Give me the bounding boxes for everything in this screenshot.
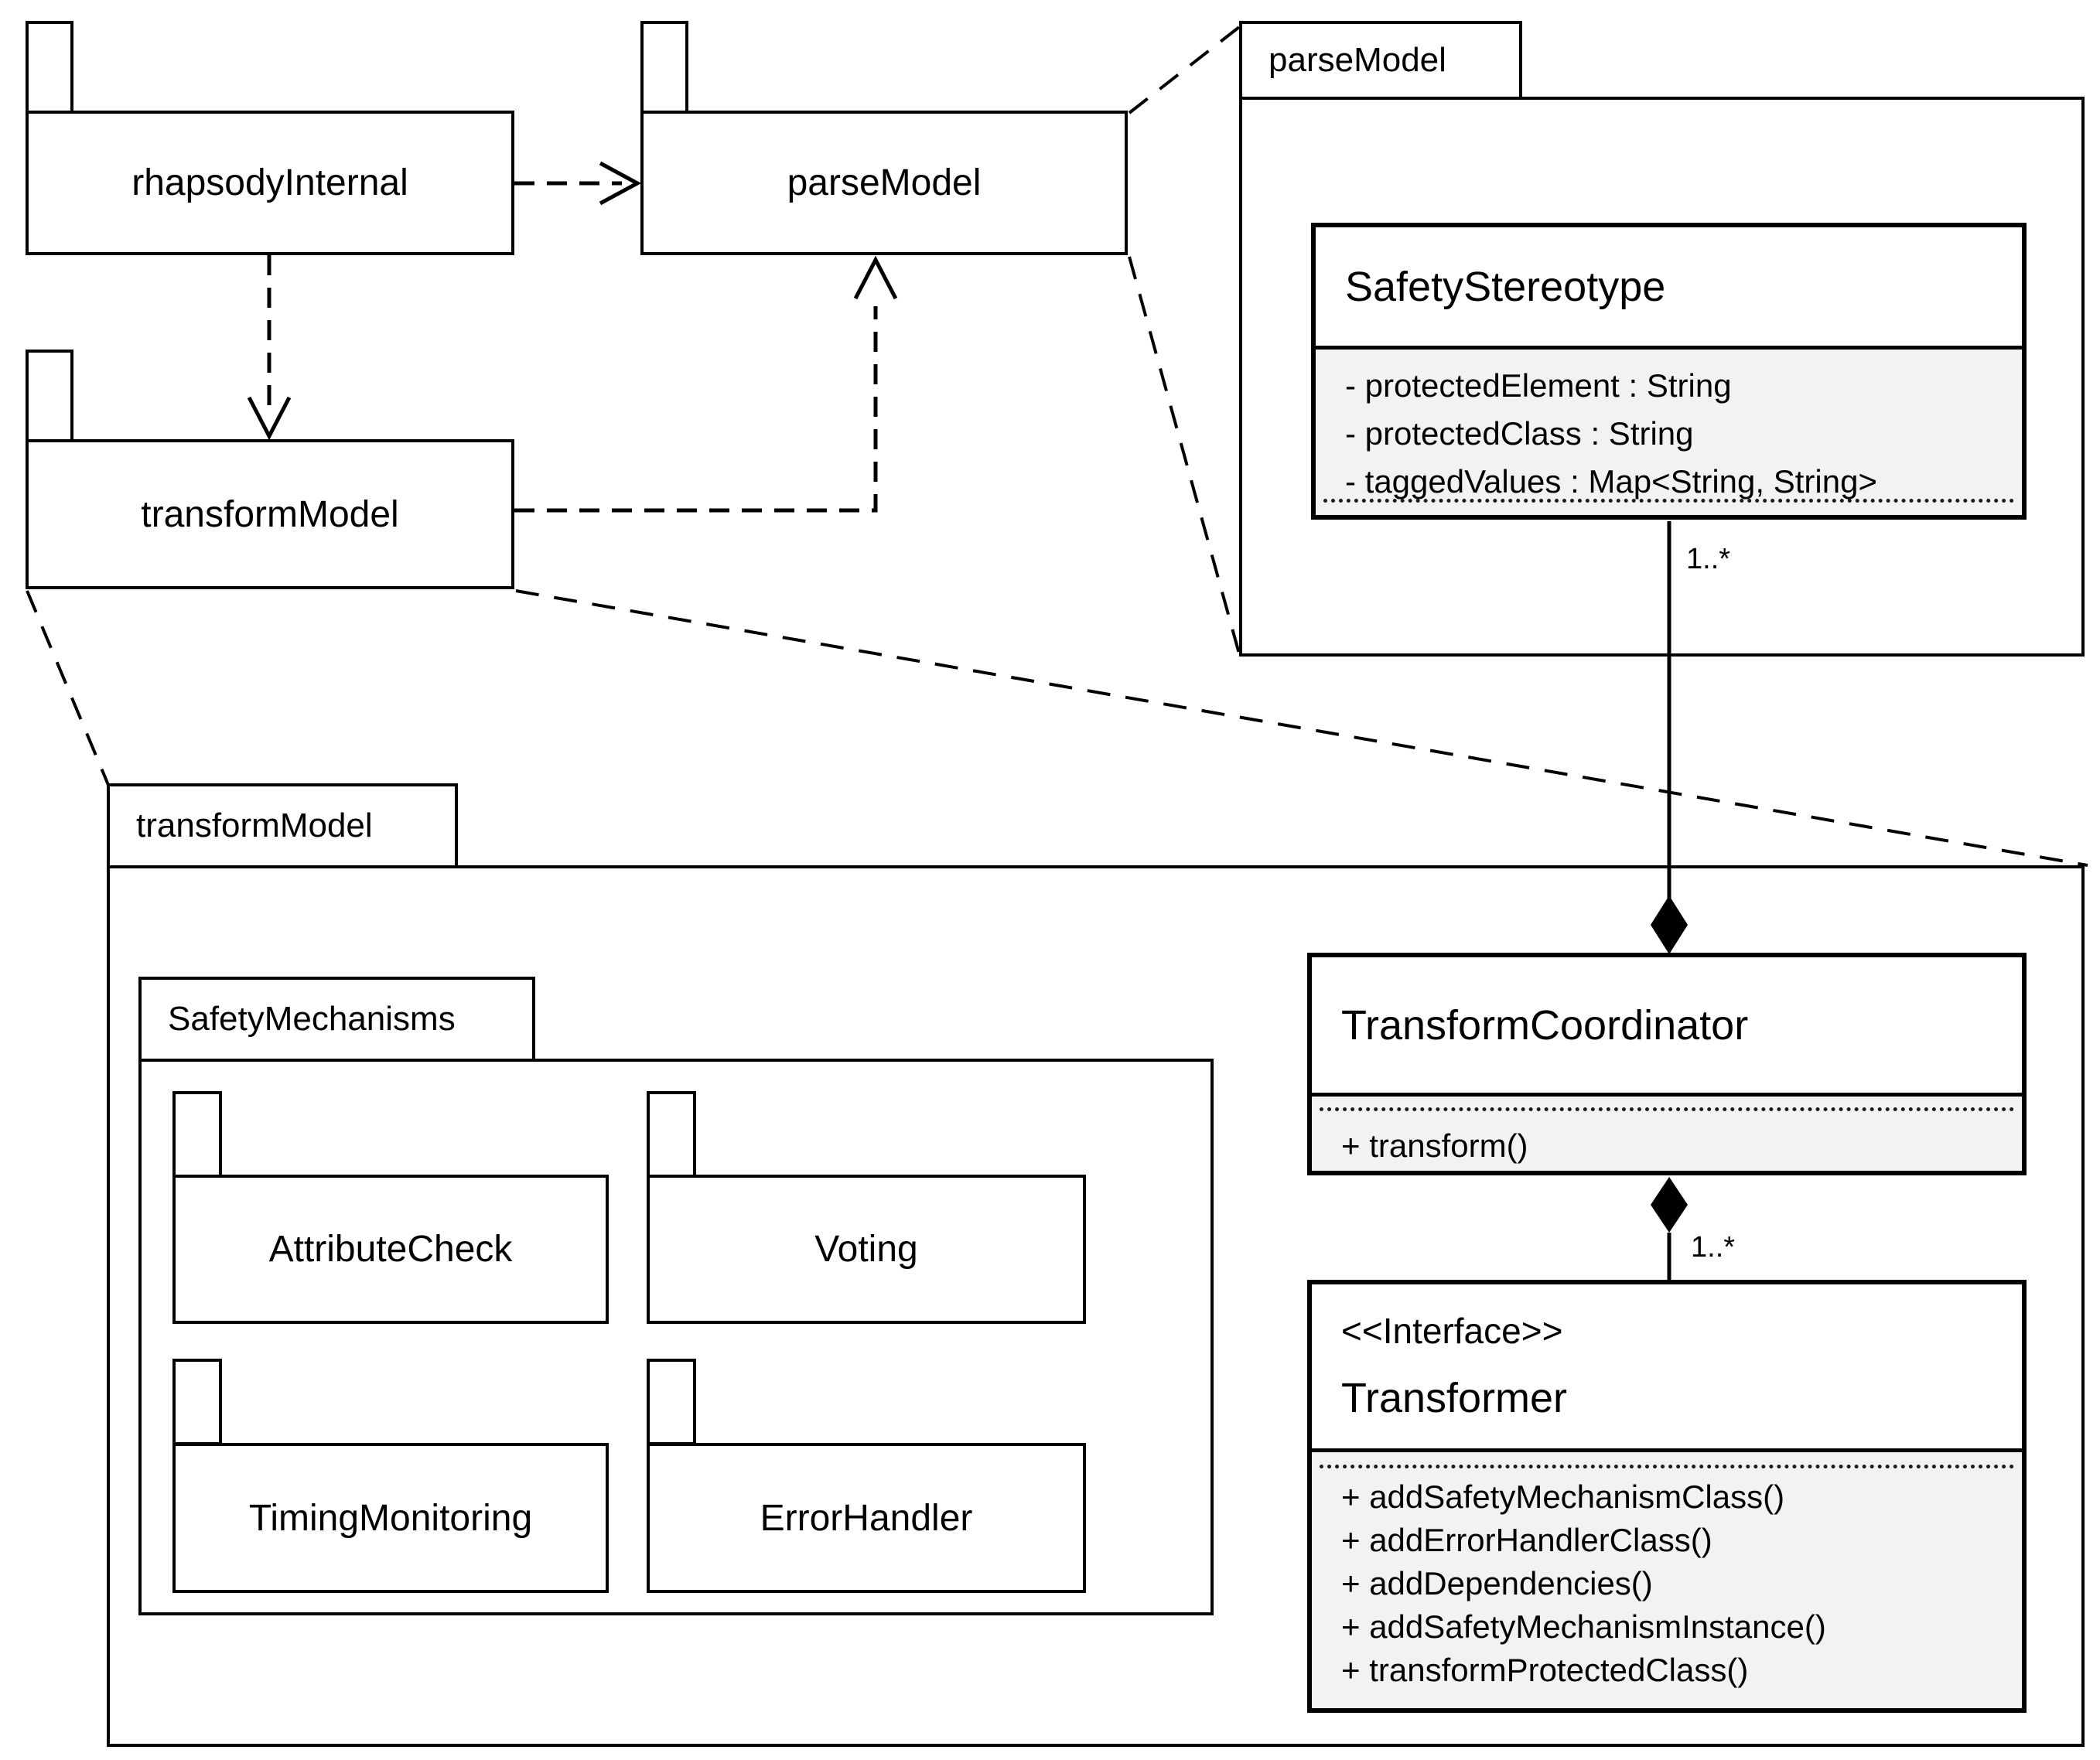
operation-add-safety-mechanism-instance: + addSafetyMechanismInstance() bbox=[1341, 1608, 1826, 1645]
dependency-arrowhead-up-icon bbox=[853, 255, 898, 300]
package-transform-model-expanded bbox=[107, 865, 2085, 1747]
dependency-transformmodel-to-parsemodel bbox=[514, 306, 878, 513]
package-parse-model-expanded-tab: parseModel bbox=[1239, 21, 1522, 100]
class-transform-coordinator-operations: + transform() bbox=[1312, 1097, 2022, 1171]
package-parse-model-small-label: parseModel bbox=[787, 162, 982, 203]
attribute-protected-element: - protectedElement : String bbox=[1345, 367, 1732, 404]
operation-add-error-handler-class: + addErrorHandlerClass() bbox=[1341, 1522, 1712, 1558]
package-safety-mechanisms bbox=[138, 1059, 1214, 1615]
class-safety-stereotype: SafetyStereotype - protectedElement : St… bbox=[1311, 223, 2027, 520]
attributes-operations-separator bbox=[1323, 499, 2014, 503]
attributes-operations-separator bbox=[1320, 1107, 2014, 1111]
class-transformer-header: <<Interface>> Transformer bbox=[1312, 1284, 2022, 1452]
package-timing-monitoring-tab bbox=[172, 1359, 222, 1445]
package-transform-model-expanded-label: transformModel bbox=[136, 807, 373, 844]
package-parse-model-expanded-label: parseModel bbox=[1269, 41, 1446, 79]
class-transform-coordinator-header: TransformCoordinator bbox=[1312, 957, 2022, 1097]
class-safety-stereotype-header: SafetyStereotype bbox=[1316, 227, 2022, 350]
package-error-handler: ErrorHandler bbox=[647, 1443, 1086, 1593]
package-voting-tab bbox=[647, 1091, 696, 1178]
package-attribute-check-tab bbox=[172, 1091, 222, 1178]
class-transformer-stereotype: <<Interface>> bbox=[1341, 1311, 1563, 1351]
operation-add-safety-mechanism-class: + addSafetyMechanismClass() bbox=[1341, 1479, 1785, 1515]
package-rhapsody-internal-tab bbox=[26, 21, 73, 114]
package-attribute-check: AttributeCheck bbox=[172, 1175, 609, 1324]
class-safety-stereotype-attributes: - protectedElement : String - protectedC… bbox=[1316, 350, 2022, 515]
operation-transform-protected-class: + transformProtectedClass() bbox=[1341, 1652, 1749, 1688]
package-voting-label: Voting bbox=[814, 1229, 918, 1270]
package-safety-mechanisms-label: SafetyMechanisms bbox=[168, 1000, 456, 1038]
package-error-handler-tab bbox=[647, 1359, 696, 1445]
package-timing-monitoring-label: TimingMonitoring bbox=[248, 1497, 533, 1539]
package-voting: Voting bbox=[647, 1175, 1086, 1324]
package-error-handler-label: ErrorHandler bbox=[760, 1497, 973, 1539]
package-safety-mechanisms-tab: SafetyMechanisms bbox=[138, 977, 535, 1062]
expansion-link-parsemodel-bottom bbox=[1128, 256, 1241, 654]
package-transform-model-small-tab bbox=[26, 350, 73, 442]
dependency-arrowhead-down-icon bbox=[247, 396, 292, 441]
package-rhapsody-internal-label: rhapsodyInternal bbox=[131, 162, 408, 203]
multiplicity-coordinator-transformer: 1..* bbox=[1691, 1231, 1736, 1264]
class-transformer-operations: + addSafetyMechanismClass() + addErrorHa… bbox=[1312, 1452, 2022, 1708]
attributes-operations-separator bbox=[1320, 1465, 2014, 1468]
package-parse-model-small: parseModel bbox=[640, 111, 1128, 255]
class-transformer: <<Interface>> Transformer + addSafetyMec… bbox=[1307, 1280, 2027, 1713]
attribute-protected-class: - protectedClass : String bbox=[1345, 415, 1694, 452]
multiplicity-stereotype-coordinator: 1..* bbox=[1686, 543, 1731, 575]
expansion-link-transformmodel-left bbox=[26, 590, 110, 786]
package-parse-model-small-tab bbox=[640, 21, 688, 114]
class-safety-stereotype-name: SafetyStereotype bbox=[1345, 263, 1666, 310]
dependency-arrowhead-right-icon bbox=[599, 161, 642, 206]
package-rhapsody-internal: rhapsodyInternal bbox=[26, 111, 514, 255]
package-transform-model-expanded-tab: transformModel bbox=[107, 783, 458, 868]
operation-transform: + transform() bbox=[1341, 1127, 1528, 1164]
package-attribute-check-label: AttributeCheck bbox=[268, 1229, 513, 1270]
expansion-link-parsemodel-top bbox=[1128, 26, 1241, 114]
class-transformer-name: Transformer bbox=[1341, 1375, 1568, 1421]
package-timing-monitoring: TimingMonitoring bbox=[172, 1443, 609, 1593]
attribute-tagged-values: - taggedValues : Map<String, String> bbox=[1345, 463, 1877, 500]
package-transform-model-small-label: transformModel bbox=[141, 493, 399, 535]
class-transform-coordinator-name: TransformCoordinator bbox=[1341, 1001, 1749, 1049]
package-transform-model-small: transformModel bbox=[26, 439, 514, 589]
operation-add-dependencies: + addDependencies() bbox=[1341, 1565, 1653, 1601]
class-transform-coordinator: TransformCoordinator + transform() bbox=[1307, 953, 2027, 1175]
